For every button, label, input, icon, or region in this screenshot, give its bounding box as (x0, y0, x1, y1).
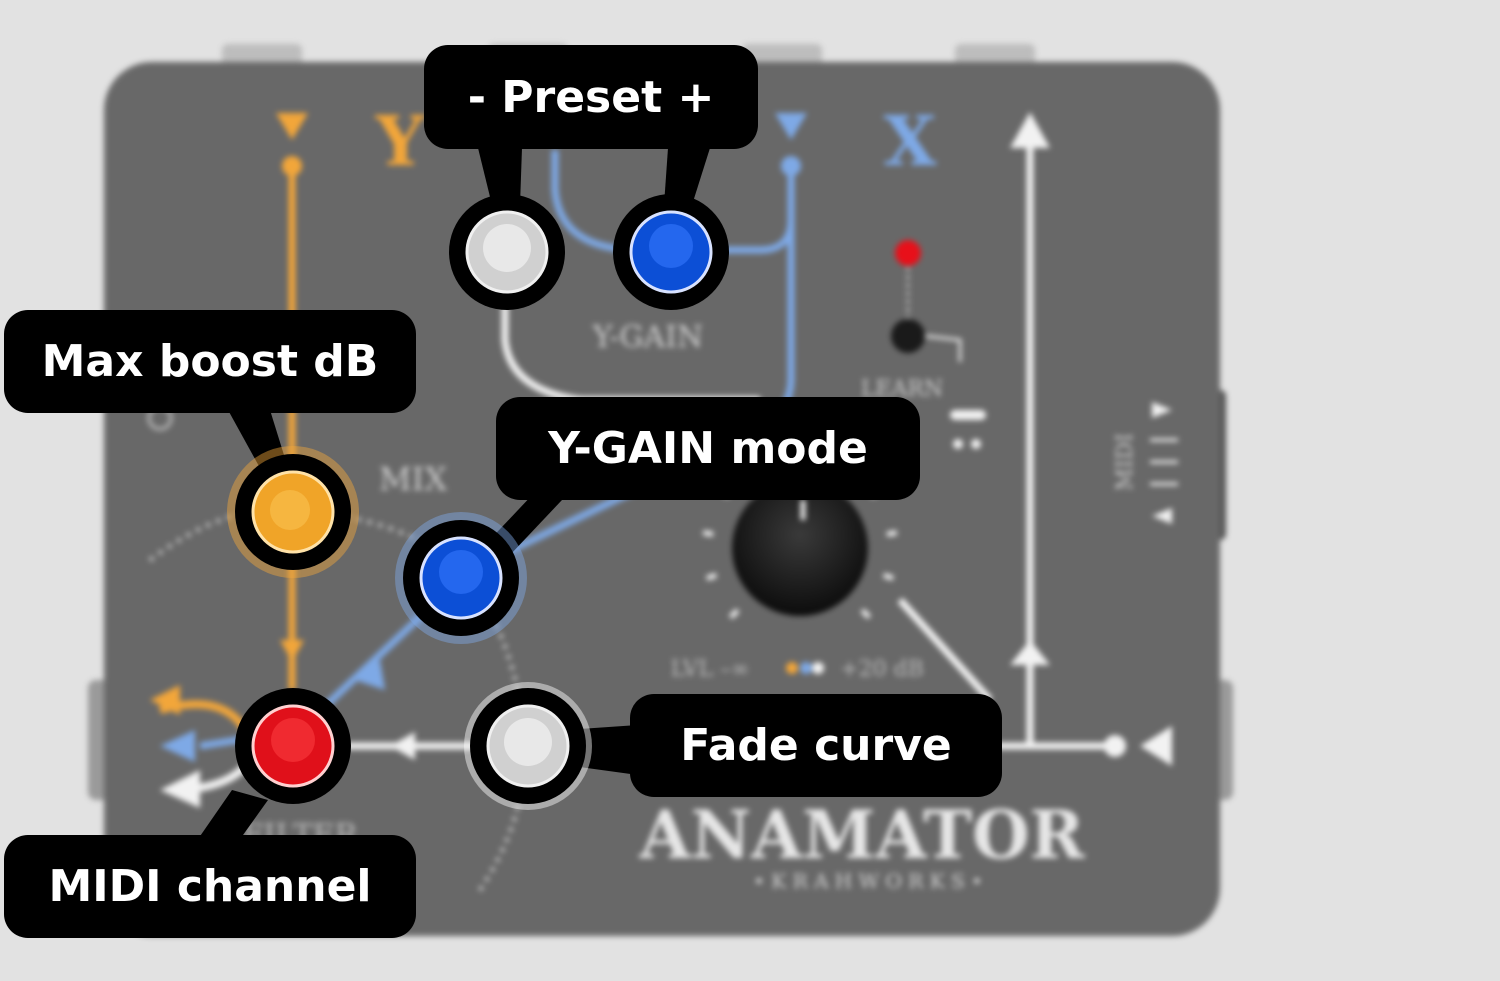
preset-callout: - Preset + (424, 45, 758, 149)
midi-channel-callout: MIDI channel (4, 835, 416, 938)
level-knob (732, 480, 868, 616)
mix-label: MIX (379, 460, 447, 498)
preset-plus-button[interactable] (613, 194, 729, 310)
preset-minus-leader (478, 148, 522, 205)
preset-plus-leader (664, 148, 710, 205)
y-gain-mode-button[interactable] (395, 512, 527, 644)
output-arrow (1140, 726, 1172, 766)
status-led (895, 240, 921, 266)
fade-curve-button[interactable] (464, 682, 592, 810)
y-gain-label: Y-GAIN (592, 320, 703, 355)
brand-name: ANAMATOR (639, 796, 1086, 874)
y-label: Y (375, 102, 426, 182)
x-input-arrow (775, 113, 807, 140)
knob-tick (702, 530, 714, 537)
knob-tick (882, 572, 894, 581)
level-min-label: LVL –∞ (671, 657, 750, 682)
up-arrow (1010, 112, 1050, 148)
level-max-label: +20 dB (840, 657, 924, 682)
fade-curve-callout: Fade curve (630, 694, 1002, 797)
knob-tick (860, 608, 872, 620)
y-gain-mode-callout: Y-GAIN mode (496, 397, 920, 500)
knob-tick (728, 608, 740, 620)
maker-name: • K R A H W O R K S • (753, 869, 983, 893)
max-boost-button[interactable] (227, 446, 359, 578)
max-boost-callout: Max boost dB (4, 310, 416, 413)
knob-tick (706, 572, 718, 581)
midi-label: MIDI (1113, 433, 1138, 491)
x-label: X (884, 102, 937, 182)
max-boost-leader (228, 410, 288, 468)
y-gain-mode-leader (485, 492, 562, 555)
preset-minus-button[interactable] (449, 194, 565, 310)
midi-channel-button[interactable] (235, 688, 351, 804)
knob-tick (886, 530, 898, 537)
y-input-arrow (276, 113, 308, 140)
learn-switch (891, 319, 925, 353)
midi-channel-leader (196, 790, 268, 842)
